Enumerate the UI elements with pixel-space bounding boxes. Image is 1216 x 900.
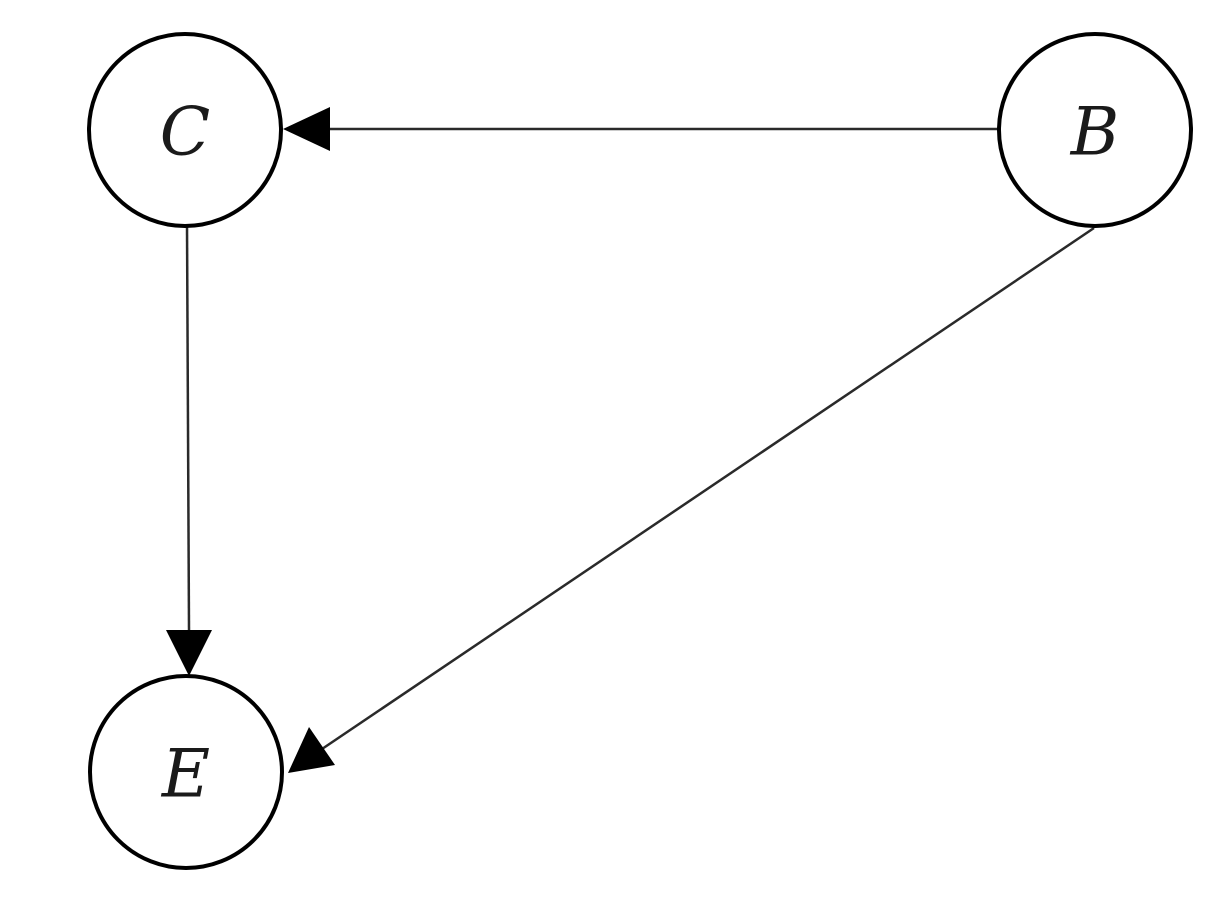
node-e-label: E — [161, 736, 210, 813]
edge-b-to-e-arrowhead — [288, 727, 335, 773]
edge-c-to-e — [166, 224, 212, 676]
edge-c-to-e-arrowhead — [166, 630, 212, 676]
edge-b-to-c-arrowhead — [283, 107, 330, 151]
node-e: E — [88, 674, 284, 870]
node-b-circle — [997, 32, 1193, 228]
node-c-label: C — [160, 94, 211, 171]
edge-c-to-e-line — [185, 224, 191, 631]
node-b: B — [997, 32, 1193, 228]
node-e-circle — [88, 674, 284, 870]
edge-b-to-e — [288, 226, 1095, 773]
edge-b-to-c — [283, 107, 1000, 151]
node-c: C — [87, 32, 283, 228]
edge-b-to-e-line — [321, 226, 1095, 751]
node-b-label: B — [1070, 94, 1120, 171]
node-c-circle — [87, 32, 283, 228]
